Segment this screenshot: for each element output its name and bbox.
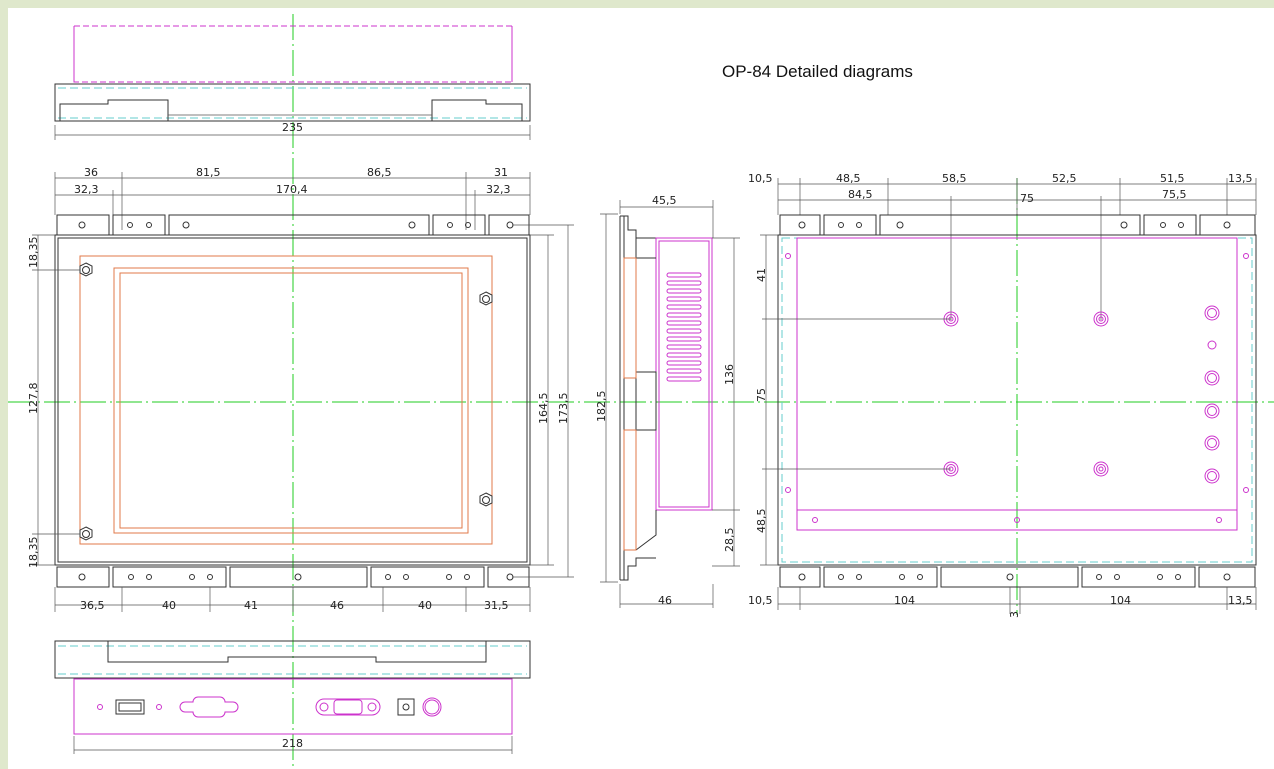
dim-front-top-4: 31 [494,166,508,179]
dim-front-top-5: 32,3 [74,183,99,196]
usb-port [115,699,145,715]
power-jack [397,698,415,716]
dim-side-right-2: 28,5 [723,528,736,553]
vent-slots [666,272,702,382]
side-view: 45,5 182,5 [595,194,740,608]
dim-front-bottom-1: 36,5 [80,599,105,612]
rear-view: 10,5 48,5 58,5 52,5 51,5 13,5 84,5 75 75… [748,172,1257,618]
dim-rear-top-8: 75 [1020,192,1034,205]
dim-front-top-3: 86,5 [367,166,392,179]
dim-side-right-1: 136 [723,364,736,385]
dim-rear-top-5: 51,5 [1160,172,1185,185]
dim-rear-bottom-4: 104 [1110,594,1131,607]
dim-rear-top-9: 75,5 [1162,188,1187,201]
bottom-view: 218 [54,640,531,754]
vesa-mount-holes [943,311,1109,477]
dim-side-left: 182,5 [595,391,608,423]
dim-front-bottom-3: 41 [244,599,258,612]
standoff-screws [79,262,493,541]
rear-view-body [777,234,1257,566]
dim-rear-bottom-5: 13,5 [1228,594,1253,607]
dim-front-bottom-2: 40 [162,599,176,612]
front-view-body [54,234,531,566]
dim-rear-bottom-3: 3 [1008,611,1021,618]
dim-front-right-2: 173,5 [557,393,570,425]
db9-port-1 [179,696,239,718]
rear-side-ports [1204,305,1220,484]
dim-rear-left-2: 75 [755,388,768,402]
bottom-view-connector-panel [73,678,513,735]
connectors [97,696,442,718]
dim-front-bottom-6: 31,5 [484,599,509,612]
dim-rear-top-2: 48,5 [836,172,861,185]
dim-side-top: 45,5 [652,194,677,207]
dim-front-left-3: 18,35 [27,537,40,569]
dim-rear-top-6: 13,5 [1228,172,1253,185]
dim-rear-left-3: 48,5 [755,509,768,534]
round-connector [422,697,442,717]
dim-front-bottom-5: 40 [418,599,432,612]
dim-front-top-6: 170,4 [276,183,308,196]
dim-rear-top-7: 84,5 [848,188,873,201]
dim-front-left-2: 127,8 [27,383,40,415]
dim-rear-left-1: 41 [755,268,768,282]
center-lines [8,14,1274,769]
dim-front-left-1: 18,35 [27,237,40,269]
dim-front-top-7: 32,3 [486,183,511,196]
dim-rear-top-1: 10,5 [748,172,773,185]
dim-rear-bottom-2: 104 [894,594,915,607]
dim-side-bottom: 46 [658,594,672,607]
drawing-title: OP-84 Detailed diagrams [722,62,913,81]
display-active-area [113,267,469,534]
top-view-bezel [54,83,531,122]
db9-port-2 [315,698,381,716]
bottom-view-bezel [54,640,531,679]
top-view: 235 [54,25,531,140]
dim-rear-top-4: 52,5 [1052,172,1077,185]
dim-front-top-2: 81,5 [196,166,221,179]
dim-front-right-1: 164,5 [537,393,550,425]
dim-rear-top-3: 58,5 [942,172,967,185]
dim-front-bottom-4: 46 [330,599,344,612]
side-view-housing [655,237,713,511]
dim-front-top-1: 36 [84,166,98,179]
front-view: 36 81,5 86,5 31 32,3 170,4 32,3 [27,166,574,612]
dim-top-width: 235 [282,121,303,134]
dim-rear-bottom-1: 10,5 [748,594,773,607]
display-frame [79,255,493,545]
dim-bottom-width: 218 [282,737,303,750]
